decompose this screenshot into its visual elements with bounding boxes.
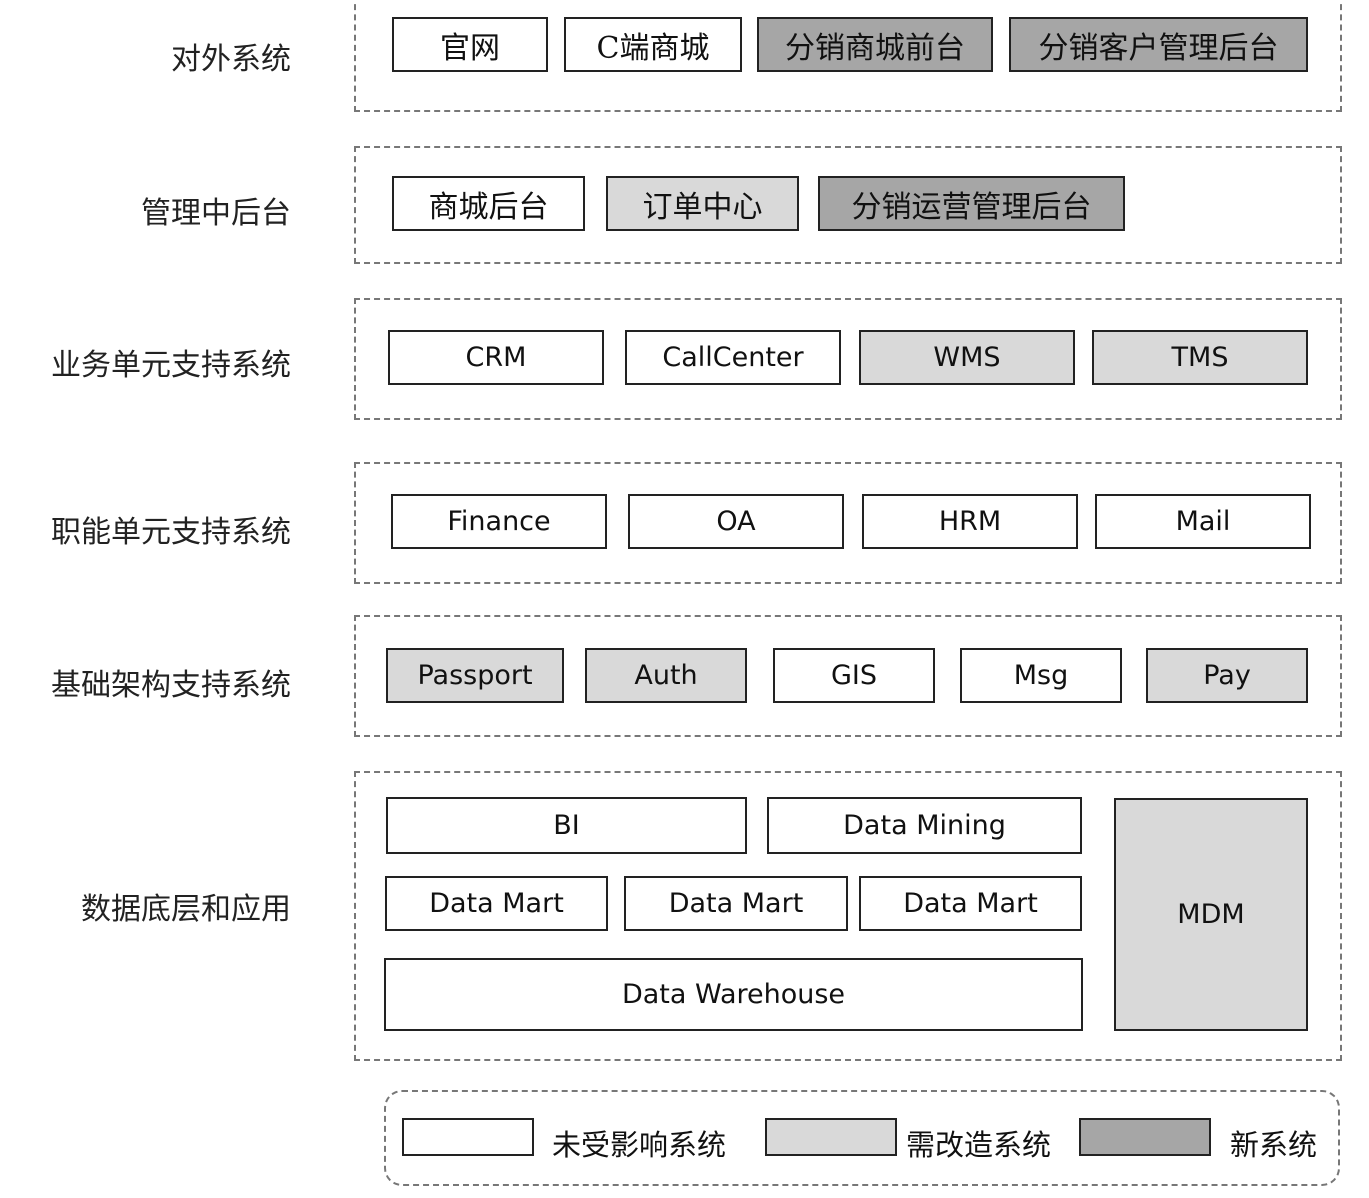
node-order-center: 订单中心 [606, 176, 799, 231]
node-crm: CRM [388, 330, 604, 385]
node-distribution-mall-front: 分销商城前台 [757, 17, 993, 72]
node-data-mining: Data Mining [767, 797, 1082, 854]
node-c-mall: C端商城 [564, 17, 742, 72]
node-data-mart-2: Data Mart [624, 876, 848, 931]
node-pay: Pay [1146, 648, 1308, 703]
layer-label-infrastructure: 基础架构支持系统 [51, 668, 291, 703]
layer-label-functional-support: 职能单元支持系统 [51, 515, 291, 550]
node-data-mart-1: Data Mart [385, 876, 608, 931]
layer-infrastructure [354, 615, 1342, 737]
node-official-site: 官网 [392, 17, 548, 72]
legend-label-unaffected: 未受影响系统 [552, 1128, 727, 1162]
node-mall-admin: 商城后台 [392, 176, 585, 231]
layer-data [354, 771, 1342, 1061]
layer-label-business-support: 业务单元支持系统 [51, 348, 291, 383]
layer-management [354, 146, 1342, 264]
layer-business-support [354, 298, 1342, 420]
node-tms: TMS [1092, 330, 1308, 385]
legend [384, 1090, 1340, 1186]
node-hrm: HRM [862, 494, 1078, 549]
node-mdm: MDM [1114, 798, 1308, 1031]
node-distribution-customer-admin: 分销客户管理后台 [1009, 17, 1308, 72]
legend-swatch-modified [765, 1118, 897, 1156]
node-mail: Mail [1095, 494, 1311, 549]
node-passport: Passport [386, 648, 564, 703]
node-wms: WMS [859, 330, 1075, 385]
node-oa: OA [628, 494, 844, 549]
layer-external [354, 0, 1342, 112]
node-data-mart-3: Data Mart [859, 876, 1082, 931]
node-finance: Finance [391, 494, 607, 549]
node-msg: Msg [960, 648, 1122, 703]
layer-label-data: 数据底层和应用 [81, 892, 291, 927]
legend-label-modified: 需改造系统 [906, 1128, 1052, 1162]
layer-label-management: 管理中后台 [141, 196, 291, 231]
node-data-warehouse: Data Warehouse [384, 958, 1083, 1031]
node-auth: Auth [585, 648, 747, 703]
layer-label-external: 对外系统 [171, 42, 291, 77]
node-distribution-ops-admin: 分销运营管理后台 [818, 176, 1125, 231]
layer-functional-support [354, 462, 1342, 584]
legend-swatch-unaffected [402, 1118, 534, 1156]
node-callcenter: CallCenter [625, 330, 841, 385]
node-gis: GIS [773, 648, 935, 703]
legend-label-new: 新系统 [1230, 1128, 1318, 1162]
node-bi: BI [386, 797, 747, 854]
legend-swatch-new [1079, 1118, 1211, 1156]
